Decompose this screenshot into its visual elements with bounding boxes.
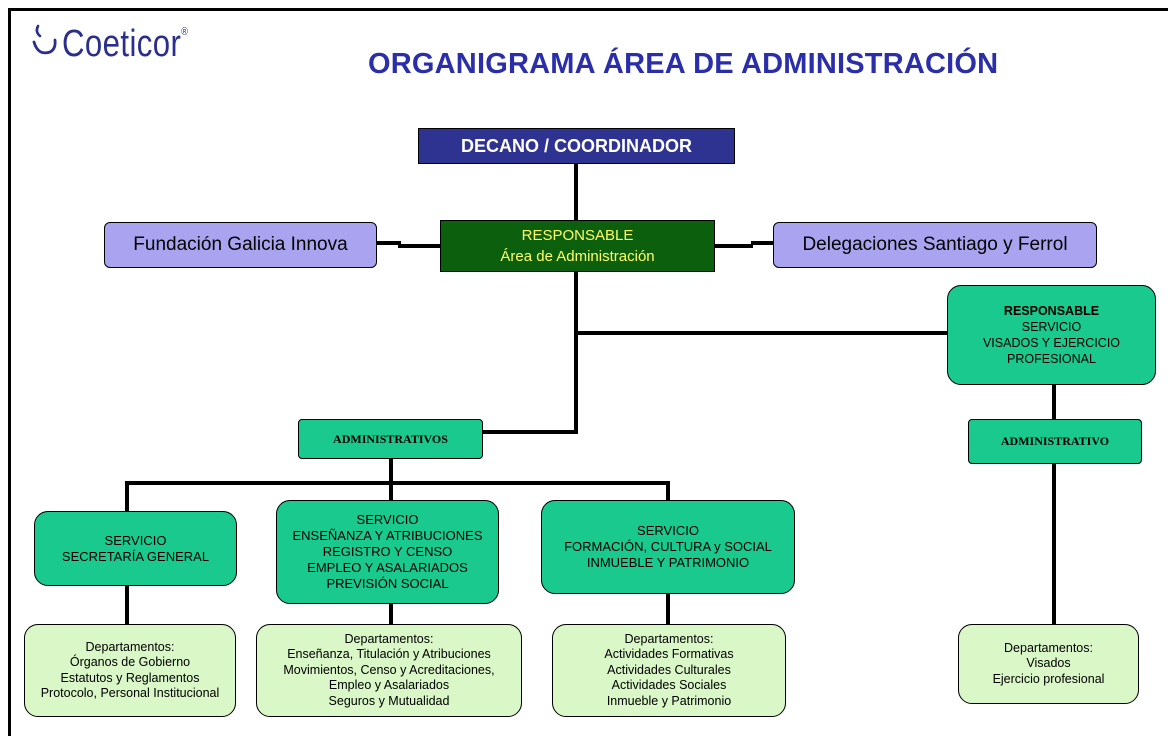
node-administrativo: ADMINISTRATIVO — [968, 419, 1142, 464]
connector-to-administrativos — [483, 430, 578, 434]
connector-delegaciones — [715, 244, 753, 248]
logo-swoosh-icon — [32, 24, 57, 55]
node-responsable-visados: RESPONSABLE SERVICIO VISADOS Y EJERCICIO… — [947, 285, 1156, 385]
connector-resp-down — [574, 272, 578, 432]
node-servicio-secretaria: SERVICIO SECRETARÍA GENERAL — [34, 511, 237, 586]
connector-fundacion — [398, 244, 440, 248]
page-frame — [8, 8, 1168, 736]
node-departamentos-ensenanza: Departamentos: Enseñanza, Titulación y A… — [256, 624, 522, 717]
connector-svc1-dept — [125, 586, 129, 624]
connector-svc3 — [666, 481, 670, 500]
connector-fundacion — [377, 241, 401, 245]
node-delegaciones: Delegaciones Santiago y Ferrol — [773, 222, 1097, 268]
node-departamentos-formacion: Departamentos: Actividades Formativas Ac… — [552, 624, 786, 717]
page-title: ORGANIGRAMA ÁREA DE ADMINISTRACIÓN — [368, 48, 999, 80]
connector-delegaciones — [751, 241, 773, 245]
connector-dean-resp — [574, 164, 578, 220]
node-decano-coordinador: DECANO / COORDINADOR — [418, 128, 735, 164]
node-servicio-ensenanza: SERVICIO ENSEÑANZA Y ATRIBUCIONES REGIST… — [276, 500, 499, 604]
connector-to-visados — [574, 331, 947, 335]
coeticor-logo: Coeticor® — [32, 22, 216, 78]
connector-admin-dept — [1052, 464, 1056, 624]
logo-text: Coeticor® — [62, 23, 189, 65]
node-administrativos: ADMINISTRATIVOS — [298, 419, 483, 459]
connector-svc2 — [389, 481, 393, 500]
node-responsable-administracion: RESPONSABLE Área de Administración — [440, 220, 715, 272]
node-departamentos-secretaria: Departamentos: Órganos de Gobierno Estat… — [24, 624, 236, 717]
connector-svc2-dept — [389, 604, 393, 624]
connector-administrativos-down — [389, 459, 393, 483]
connector-services-bus — [125, 481, 670, 485]
node-fundacion-galicia-innova: Fundación Galicia Innova — [104, 222, 377, 268]
connector-visados-admin — [1052, 385, 1056, 419]
connector-svc1 — [125, 481, 129, 511]
node-departamentos-visados: Departamentos: Visados Ejercicio profesi… — [958, 624, 1139, 704]
connector-svc3-dept — [666, 594, 670, 624]
node-servicio-formacion: SERVICIO FORMACIÓN, CULTURA y SOCIAL INM… — [541, 500, 795, 594]
